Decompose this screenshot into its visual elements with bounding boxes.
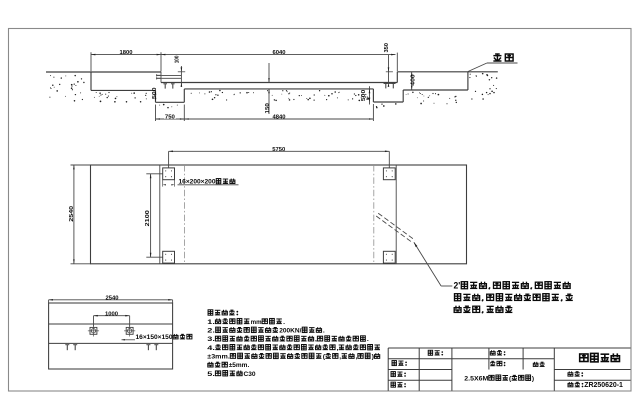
svg-text:ZR250620-1: ZR250620-1 — [584, 382, 623, 389]
svg-text:,: , — [315, 336, 317, 343]
svg-text:C30: C30 — [244, 371, 256, 378]
svg-text:(: ( — [323, 354, 326, 361]
svg-text:2': 2' — [454, 281, 461, 291]
svg-text:350: 350 — [384, 43, 390, 53]
svg-text:750: 750 — [165, 115, 176, 121]
svg-text:5750: 5750 — [272, 147, 286, 153]
svg-text:,: , — [336, 345, 338, 352]
svg-text:2100: 2100 — [145, 210, 151, 226]
svg-text:3.: 3. — [207, 336, 215, 343]
svg-text:,: , — [339, 354, 341, 361]
svg-text:4840: 4840 — [273, 114, 287, 120]
svg-text:5.: 5. — [207, 371, 215, 378]
svg-text:.: . — [283, 319, 285, 326]
svg-text:500: 500 — [152, 87, 158, 99]
svg-text:2.: 2. — [207, 328, 215, 335]
svg-text:1800: 1800 — [120, 50, 134, 56]
svg-text:(: ( — [509, 375, 512, 382]
svg-text:): ) — [372, 354, 374, 361]
svg-text:1.: 1. — [207, 319, 215, 326]
svg-text:500: 500 — [361, 89, 367, 101]
svg-text:4.: 4. — [207, 345, 215, 352]
svg-text:150: 150 — [265, 103, 271, 114]
svg-text:±3mm.: ±3mm. — [207, 354, 230, 361]
svg-text:16×200×200: 16×200×200 — [179, 179, 216, 186]
svg-text:200KN/: 200KN/ — [279, 328, 301, 335]
svg-text:2.5X6M: 2.5X6M — [464, 375, 488, 382]
svg-text:mm: mm — [251, 319, 262, 326]
svg-text:1000: 1000 — [105, 311, 119, 317]
svg-text:): ) — [532, 375, 534, 382]
svg-text:,: , — [355, 354, 357, 361]
svg-text:100: 100 — [174, 55, 180, 63]
svg-text:2540: 2540 — [106, 295, 120, 301]
svg-text:2540: 2540 — [69, 206, 75, 222]
svg-text:16×150×150: 16×150×150 — [136, 334, 173, 341]
svg-text:.: . — [323, 328, 325, 335]
svg-text:.: . — [367, 336, 369, 343]
svg-text:6040: 6040 — [273, 50, 287, 56]
svg-text:400: 400 — [411, 74, 417, 86]
svg-text:±5mm.: ±5mm. — [229, 362, 250, 369]
